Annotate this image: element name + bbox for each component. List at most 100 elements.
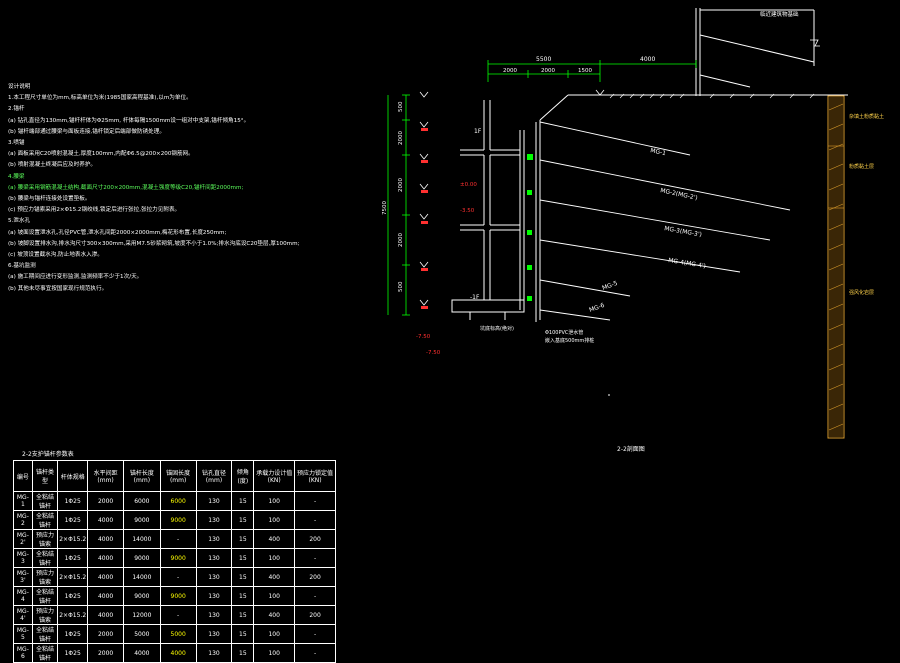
table-cell: 15 (231, 586, 255, 606)
left-dim-total: 7500 (382, 201, 388, 215)
cad-drawing-canvas: 临近建筑物基础 5500 4000 2000 2000 1500 (382, 8, 884, 439)
table-cell: 4000 (87, 586, 125, 606)
table-cell: 400 (253, 567, 296, 587)
note-line: (b) 腰梁与锚杆连接处设置垫板。 (8, 196, 91, 203)
table-header-cell: 锚杆类型 (31, 460, 59, 492)
table-cell: 1Φ25 (57, 491, 89, 511)
table-cell: MG-1 (13, 491, 33, 511)
red-label-3: -7.50 (426, 350, 441, 356)
table-cell: 14000 (123, 567, 161, 587)
table-cell: 4000 (87, 529, 125, 549)
soil-layer-2: 粉质黏土层 (849, 163, 874, 170)
table-cell: 100 (253, 586, 296, 606)
note-line: (a) 面板采用C20喷射混凝土,厚度100mm,内配Φ6.5@200×200钢… (8, 151, 194, 158)
table-cell: 4000 (87, 605, 125, 625)
table-cell: 14000 (123, 529, 161, 549)
note-line: 2.锚杆 (8, 106, 25, 113)
dim-5500: 5500 (536, 56, 551, 63)
table-cell: 400 (253, 605, 296, 625)
red-label-4: -7.50 (416, 334, 431, 340)
table-cell: 全粘结锚杆 (31, 643, 59, 663)
table-cell: 1Φ25 (57, 624, 89, 644)
note-line: 5.泄水孔 (8, 218, 31, 225)
note-line: (b) 其他未尽事宜按国家现行规范执行。 (8, 285, 108, 292)
elevation-symbols (419, 89, 605, 306)
note-line: (b) 坡脚设置排水沟,排水沟尺寸300×300mm,采用M7.5砂浆砌筑,坡度… (8, 240, 300, 247)
table-cell: 12000 (123, 605, 161, 625)
table-cell: 2×Φ15.2 (57, 605, 89, 625)
note-line: (c) 预应力锚索采用2×Φ15.2钢绞线,锁定后进行张拉,张拉力见附表。 (8, 207, 181, 214)
table-cell: 4000 (87, 510, 125, 530)
bottom-note-2: 嵌入基底500mm排桩 (545, 337, 594, 344)
table-cell: MG-4' (13, 605, 33, 625)
table-header-cell: 水平间距(mm) (87, 460, 125, 492)
table-cell: 全粘结锚杆 (31, 586, 59, 606)
table-cell: 15 (231, 548, 255, 568)
red-label-1: ±0.00 (460, 182, 477, 188)
left-dim-2: 2000 (398, 131, 404, 145)
red-label-2: -3.50 (460, 208, 475, 214)
table-title: 2-2支护锚杆参数表 (22, 451, 74, 458)
anchor-label-mg4: MG-4(MG-4') (668, 257, 707, 270)
table-cell: 9000 (123, 586, 161, 606)
anchor-label-mg6: MG-6 (588, 302, 605, 314)
table-header-cell: 承载力设计值(KN) (253, 460, 296, 492)
table-cell: 全粘结锚杆 (31, 548, 59, 568)
left-dim-5: 500 (398, 281, 404, 292)
table-cell: - (294, 643, 336, 663)
table-cell: 4000 (159, 643, 197, 663)
soil-column (827, 95, 845, 439)
table-cell: 全粘结锚杆 (31, 624, 59, 644)
table-cell: 全粘结锚杆 (31, 510, 59, 530)
table-cell: 9000 (159, 586, 197, 606)
note-line: (a) 施工期间应进行变形监测,监测频率不少于1次/天。 (8, 274, 143, 281)
table-cell: 2000 (87, 624, 125, 644)
table-header-cell: 编号 (13, 460, 33, 492)
table-cell: 4000 (87, 567, 125, 587)
dim-sub-1: 2000 (503, 68, 517, 74)
note-line: 6.基坑监测 (8, 263, 36, 270)
table-cell: 2×Φ15.2 (57, 567, 89, 587)
waler-markers (527, 154, 533, 301)
soil-layer-1: 杂填土粉质黏土 (849, 113, 884, 120)
table-cell: 2×Φ15.2 (57, 529, 89, 549)
table-cell: MG-5 (13, 624, 33, 644)
table-header-row: 编号锚杆类型杆体规格水平间距(mm)锚杆长度(mm)锚固长度(mm)钻孔直径(m… (13, 460, 336, 492)
table-cell: - (294, 624, 336, 644)
table-cell: 15 (231, 529, 255, 549)
table-cell: 100 (253, 491, 296, 511)
table-cell: MG-2 (13, 510, 33, 530)
left-dim-3: 2000 (398, 178, 404, 192)
note-line: (a) 坡面设置泄水孔,孔径PVC管,泄水孔间距2000×2000mm,梅花形布… (8, 229, 227, 236)
table-cell: 6000 (123, 491, 161, 511)
table-cell: 130 (195, 491, 233, 511)
table-header-cell: 锚杆长度(mm) (123, 460, 161, 492)
table-cell: 15 (231, 510, 255, 530)
table-cell: - (159, 605, 197, 625)
table-cell: 4000 (123, 643, 161, 663)
table-cell: 1Φ25 (57, 586, 89, 606)
building-label: 临近建筑物基础 (760, 10, 799, 18)
table-cell: 预应力锚索 (31, 529, 59, 549)
note-line: 设计说明 (8, 84, 31, 90)
table-cell: 5000 (123, 624, 161, 644)
note-line: 3.喷锚 (8, 140, 25, 147)
table-cell: 100 (253, 624, 296, 644)
table-cell: 100 (253, 510, 296, 530)
section-title: 2-2剖面图 (617, 446, 645, 453)
table-cell: 200 (294, 605, 336, 625)
table-cell: 130 (195, 643, 233, 663)
table-cell: 9000 (123, 510, 161, 530)
table-cell: 15 (231, 491, 255, 511)
table-cell: 1Φ25 (57, 643, 89, 663)
table-cell: 预应力锚索 (31, 605, 59, 625)
note-line: (c) 坡顶设置截水沟,防止地表水入渗。 (8, 252, 103, 259)
table-cell: 2000 (87, 643, 125, 663)
